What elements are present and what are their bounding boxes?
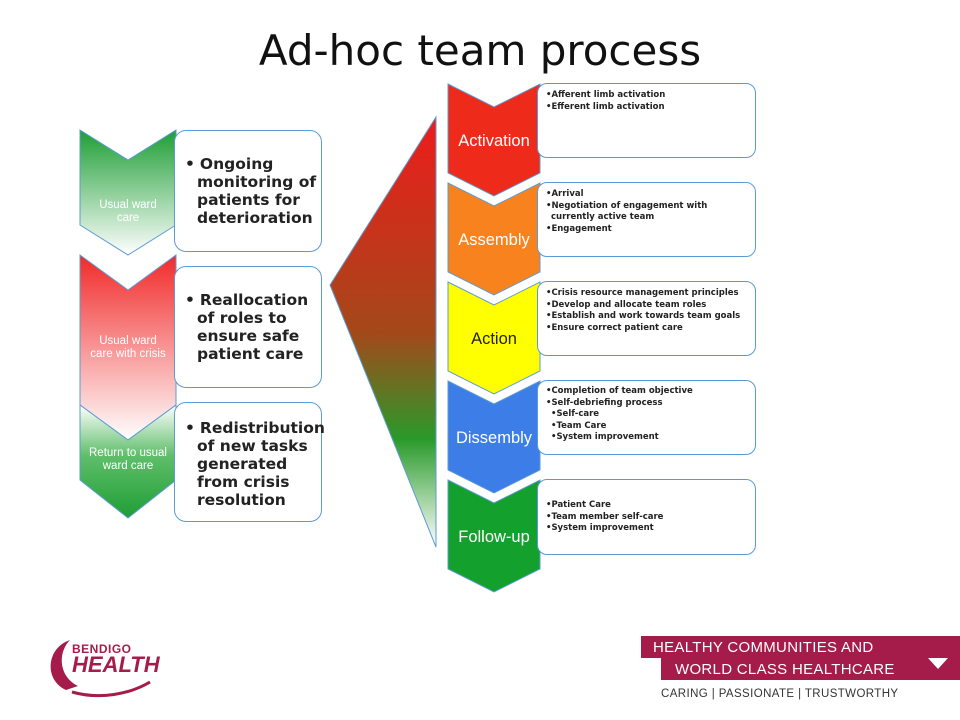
left-box-monitoring: Ongoing monitoring of patients for deter…: [174, 130, 322, 252]
stage-item: Efferent limb activation: [546, 102, 749, 114]
stage-chevron-follow-up: [447, 479, 541, 593]
stage-item: Engagement: [546, 224, 749, 236]
left-box-reallocation: Reallocation of roles to ensure safe pat…: [174, 266, 322, 388]
stage-item: Ensure correct patient care: [546, 323, 749, 335]
logo-swoosh: [50, 640, 78, 690]
stage-box-assembly: ArrivalNegotiation of engagement with cu…: [537, 182, 756, 257]
stage-label-activation: Activation: [458, 132, 530, 150]
logo-text-top: BENDIGO: [72, 642, 132, 656]
stage-item: Establish and work towards team goals: [546, 311, 749, 323]
stage-sub-item: System improvement: [546, 432, 749, 444]
values-tagline: CARING | PASSIONATE | TRUSTWORTHY: [661, 688, 899, 700]
left-bullet: Reallocation of roles to ensure safe pat…: [175, 291, 321, 363]
stage-items: Crisis resource management principlesDev…: [546, 288, 749, 334]
stage-item: Patient Care: [546, 500, 749, 512]
stage-items: Patient CareTeam member self-careSystem …: [546, 500, 749, 535]
stage-box-dissembly: Completion of team objectiveSelf-debrief…: [537, 380, 756, 455]
stage-item: System improvement: [546, 523, 749, 535]
stage-item: Self-debriefing process: [546, 398, 749, 410]
stage-item: Arrival: [546, 189, 749, 201]
left-bullet: Ongoing monitoring of patients for deter…: [175, 155, 321, 227]
slide-title: Ad-hoc team process: [258, 26, 702, 75]
stage-label-dissembly: Dissembly: [455, 429, 533, 447]
stage-label-action: Action: [471, 330, 517, 348]
stage-items: ArrivalNegotiation of engagement with cu…: [546, 189, 749, 235]
chevron-label-return-usual: Return to usual ward care: [89, 447, 167, 472]
stage-items: Completion of team objectiveSelf-debrief…: [546, 386, 749, 444]
stage-item: Team member self-care: [546, 512, 749, 524]
stage-item: Completion of team objective: [546, 386, 749, 398]
slogan-notch: [928, 658, 948, 669]
stage-item: Afferent limb activation: [546, 90, 749, 102]
funnel-wedge: [329, 115, 437, 548]
chevron-usual-ward-care: [79, 129, 177, 256]
left-box-redistribution: Redistribution of new tasks generated fr…: [174, 402, 325, 522]
stage-label-assembly: Assembly: [458, 231, 530, 249]
stage-chevron-activation: [447, 83, 541, 197]
stage-chevron-dissembly: [447, 380, 541, 494]
stage-box-action: Crisis resource management principlesDev…: [537, 281, 756, 356]
slogan-line2: WORLD CLASS HEALTHCARE: [661, 658, 960, 680]
stage-label-follow-up: Follow-up: [458, 528, 530, 546]
stage-box-activation: Afferent limb activationEfferent limb ac…: [537, 83, 756, 158]
stage-sub-item: Self-care: [546, 409, 749, 421]
left-bullet: Redistribution of new tasks generated fr…: [175, 419, 325, 509]
logo-text-main: HEALTH: [72, 652, 160, 677]
stage-chevron-action: [447, 281, 541, 395]
stage-box-follow-up: Patient CareTeam member self-careSystem …: [537, 479, 756, 555]
stage-chevron-assembly: [447, 182, 541, 296]
chevron-label-usual-ward-care-crisis: Usual ward care with crisis: [90, 335, 166, 360]
stage-item: Develop and allocate team roles: [546, 300, 749, 312]
stage-sub-item: Team Care: [546, 421, 749, 433]
stage-items: Afferent limb activationEfferent limb ac…: [546, 90, 749, 113]
stage-item: Negotiation of engagement with currently…: [546, 201, 749, 224]
chevron-label-usual-ward-care: Usual ward care: [99, 199, 157, 224]
stage-item: Crisis resource management principles: [546, 288, 749, 300]
slogan-line1: HEALTHY COMMUNITIES AND: [641, 636, 960, 658]
